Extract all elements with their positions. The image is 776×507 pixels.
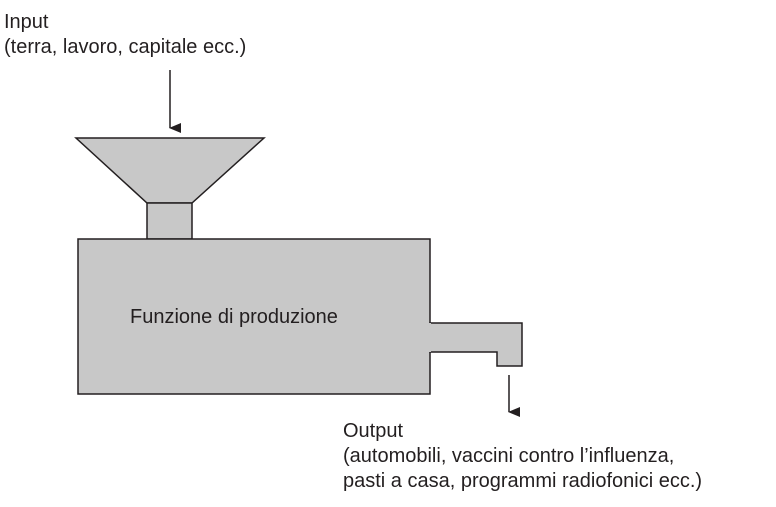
hopper-neck [146, 202, 193, 240]
machine-body [77, 238, 431, 395]
output-title: Output [343, 420, 404, 442]
input-label: Input (terra, lavoro, capitale ecc.) [4, 10, 246, 60]
output-detail-line1: (automobili, vaccini contro l’influenza, [343, 445, 675, 467]
output-detail-line2: pasti a casa, programmi radiofonici ecc.… [343, 470, 703, 492]
input-detail: (terra, lavoro, capitale ecc.) [4, 36, 247, 58]
production-function-label: Funzione di produzione [130, 306, 338, 328]
output-spout [429, 322, 523, 367]
input-title: Input [4, 11, 49, 33]
output-label: Output (automobili, vaccini contro l’inf… [343, 419, 702, 494]
hopper-funnel [74, 137, 266, 204]
